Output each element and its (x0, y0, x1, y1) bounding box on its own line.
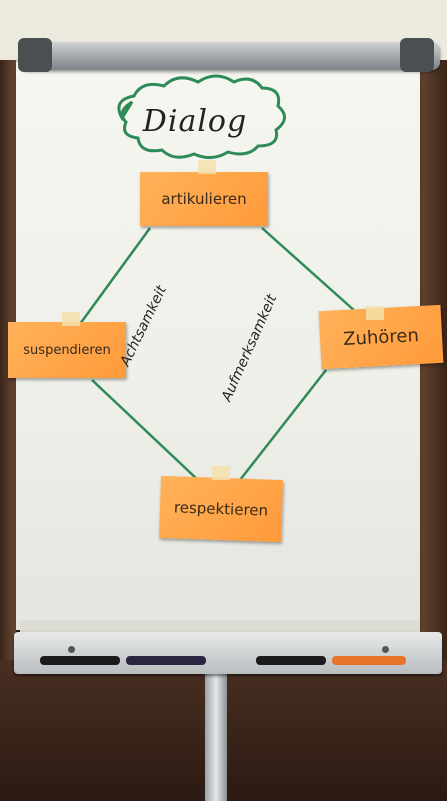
clamp-end-right (400, 38, 434, 72)
tape (212, 466, 230, 480)
paper-stack (20, 620, 420, 634)
tray-screw (68, 646, 75, 653)
tray-screw (382, 646, 389, 653)
marker-black (40, 656, 120, 665)
tape (62, 312, 80, 326)
marker-orange (332, 656, 406, 665)
line-left-bottom (91, 379, 199, 481)
card-respektieren: respektieren (158, 475, 284, 543)
card-label: suspendieren (23, 342, 111, 358)
card-suspendieren: suspendieren (8, 322, 126, 378)
line-top-left (78, 227, 152, 325)
card-label: respektieren (173, 498, 269, 520)
line-top-right (261, 227, 357, 313)
title-dialog: Dialog (142, 104, 248, 139)
marker-tray (14, 632, 442, 674)
title-cloud (117, 74, 286, 159)
card-label: Zuhören (342, 324, 420, 350)
clamp-end-left (18, 38, 52, 72)
marker-black (256, 656, 326, 665)
flipchart-stand (205, 660, 227, 801)
line-right-bottom (239, 369, 327, 481)
tape (366, 306, 384, 320)
card-artikulieren: artikulieren (140, 172, 268, 226)
card-label: artikulieren (161, 190, 247, 208)
marker-blue (126, 656, 206, 665)
tape (198, 160, 216, 174)
flipchart-clamp (20, 42, 440, 70)
